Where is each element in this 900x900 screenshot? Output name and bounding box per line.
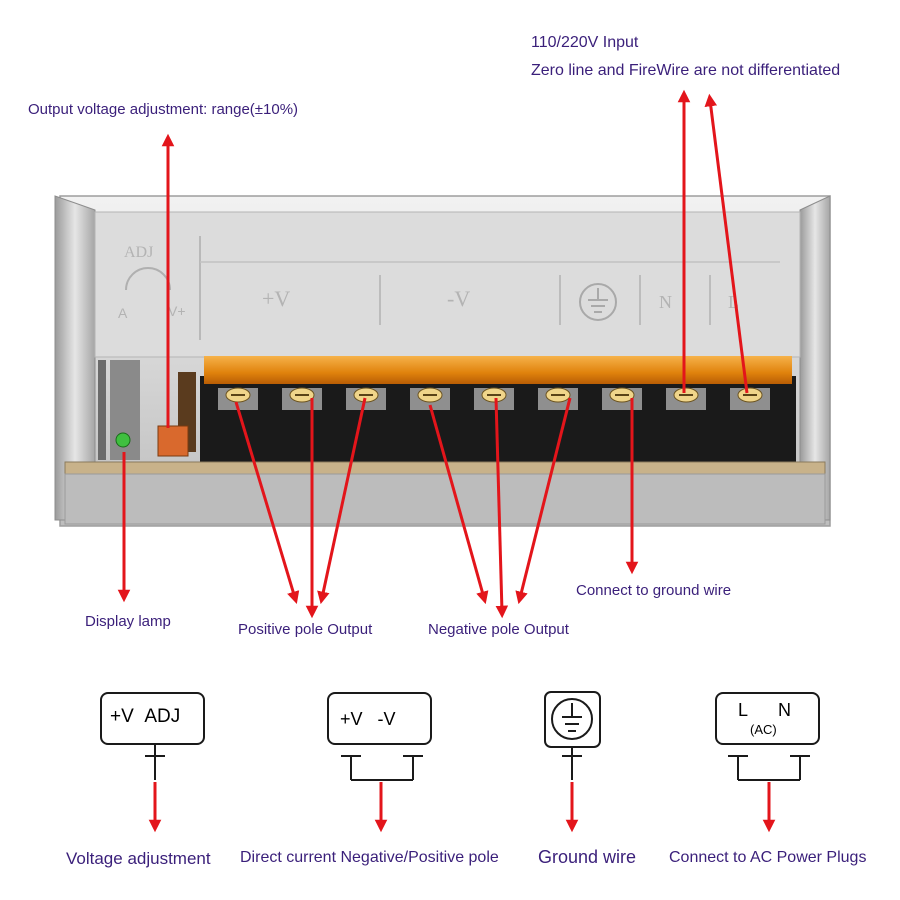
legend-dc-minusv-text: -V <box>377 709 396 729</box>
arrows-top <box>117 89 749 619</box>
power-supply-unit: ADJ A V+ +V -V N L <box>54 195 831 527</box>
legend-caption-dc: Direct current Negative/Positive pole <box>240 849 499 866</box>
arrow-input-l <box>704 93 749 394</box>
arrows-bottom <box>148 782 776 833</box>
legend-dc-box-text: +V -V <box>340 709 396 730</box>
legend-ac-box-text: L N <box>738 700 791 721</box>
legend-ground-icon <box>551 698 593 740</box>
output-voltage-label: Output voltage adjustment: range(±10%) <box>28 101 299 118</box>
legend <box>100 691 820 781</box>
panel-a-marking: A <box>118 305 128 321</box>
adjustment-potentiometer <box>157 425 189 457</box>
panel-n-marking: N <box>659 292 672 312</box>
legend-l-text: L <box>738 700 749 720</box>
panel-vplus-marking: V+ <box>168 303 186 319</box>
arrow-negative-2 <box>494 397 509 619</box>
legend-voltage-box-text: +V ADJ <box>110 706 180 728</box>
negative-output-label: Negative pole Output <box>428 621 569 638</box>
arrow-negative-3 <box>515 397 572 605</box>
display-led-icon <box>115 432 131 448</box>
legend-ac-sub-text: (AC) <box>750 722 777 737</box>
positive-output-label: Positive pole Output <box>238 621 373 638</box>
input-note-label: Zero line and FireWire are not different… <box>531 62 841 79</box>
legend-plusv-text: +V <box>110 706 134 727</box>
panel-plusv-marking: +V <box>262 286 290 311</box>
terminal-cover <box>204 356 792 384</box>
legend-caption-ground: Ground wire <box>538 847 637 867</box>
legend-box-dc <box>327 692 432 745</box>
legend-box-voltage <box>100 692 205 745</box>
ground-wire-label: Connect to ground wire <box>576 582 732 599</box>
legend-box-ac <box>715 692 820 745</box>
arrow-positive-3 <box>317 397 367 605</box>
arrow-positive-1 <box>234 401 300 605</box>
legend-caption-voltage: Voltage adjustment <box>66 849 211 868</box>
panel-adj-marking: ADJ <box>124 244 153 261</box>
legend-caption-ac: Connect to AC Power Plugs <box>669 849 867 866</box>
legend-n-text: N <box>778 700 792 720</box>
display-lamp-label: Display lamp <box>85 613 171 630</box>
panel-minusv-marking: -V <box>447 286 470 311</box>
legend-adj-text: ADJ <box>144 706 181 727</box>
panel-l-marking: L <box>728 292 739 312</box>
terminal-screws <box>218 387 770 410</box>
arrow-negative-1 <box>428 404 489 605</box>
panel-ground-icon <box>579 283 617 321</box>
legend-dc-plusv-text: +V <box>340 709 363 729</box>
input-voltage-label: 110/220V Input <box>531 34 639 51</box>
